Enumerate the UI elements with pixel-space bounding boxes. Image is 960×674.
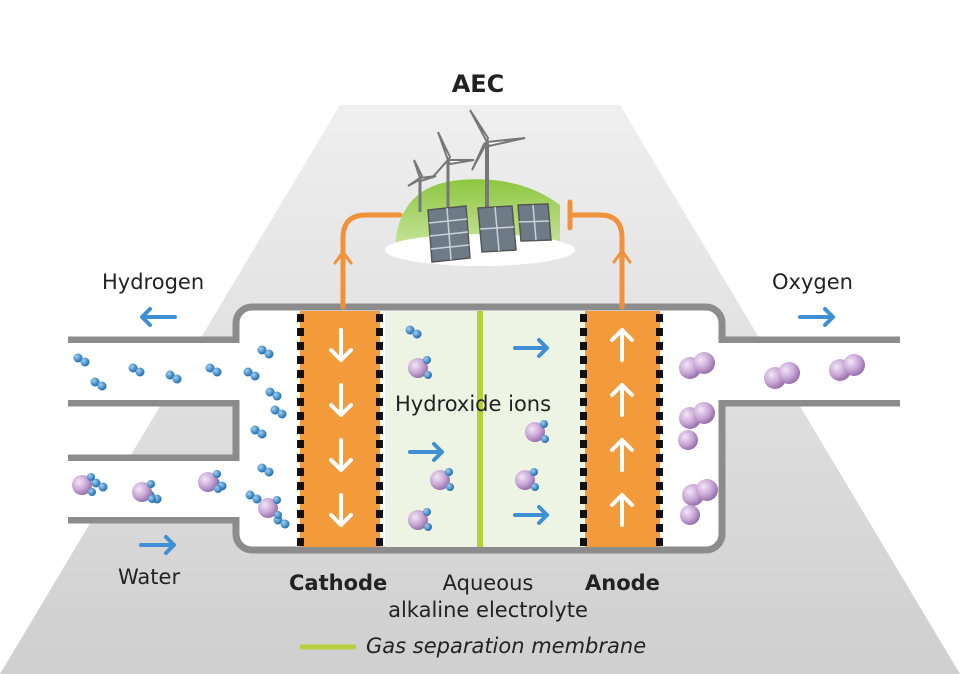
oxygen-molecule (693, 402, 715, 424)
hydrogen-molecule (243, 367, 253, 377)
water-molecule (423, 508, 431, 516)
water-molecule (72, 475, 92, 495)
solar-panel-icon (427, 203, 552, 263)
hydrogen-molecule (412, 329, 422, 339)
water-molecule (198, 472, 218, 492)
hydrogen-molecule (245, 490, 255, 500)
hydrogen-flow-arrow (140, 307, 177, 327)
hydrogen-molecule (98, 482, 108, 492)
water-molecule (424, 523, 432, 531)
water-molecule (258, 498, 278, 518)
water-molecule (424, 371, 432, 379)
water-molecule (408, 358, 428, 378)
external-circuit-wire (333, 199, 632, 310)
water-molecule (525, 422, 545, 442)
wind-turbine-icon (407, 109, 526, 212)
hydrogen-molecule (264, 467, 274, 477)
hydrogen-molecule (405, 325, 415, 335)
oxygen-atom (680, 505, 700, 525)
oxygen-label: Oxygen (772, 270, 853, 294)
oxygen-outlet-pipe (720, 336, 900, 407)
hydrogen-molecule (172, 374, 182, 384)
water-inlet-pipe (68, 454, 240, 524)
cathode-electron-arrows (329, 328, 353, 527)
electrolyte-label-line2: alkaline electrolyte (388, 598, 588, 622)
water-molecule (88, 488, 96, 496)
hydrogen-molecule (128, 363, 138, 373)
water-molecule (430, 470, 450, 490)
hydrogen-molecule (250, 425, 260, 435)
hydrogen-molecule (257, 429, 267, 439)
water-molecule (408, 510, 428, 530)
electrolyte-region (385, 311, 585, 547)
water-molecule (540, 420, 548, 428)
hydrogen-molecule (250, 371, 260, 381)
water-flow-arrow (139, 535, 176, 555)
water-molecule (531, 483, 539, 491)
hydroxide-ions-label: Hydroxide ions (395, 392, 552, 416)
oxygen-molecule (843, 354, 865, 376)
hydrogen-molecule (91, 478, 101, 488)
anode-label: Anode (585, 571, 660, 595)
water-molecule (515, 470, 535, 490)
hydrogen-molecule (280, 519, 290, 529)
hydrogen-molecule (90, 377, 100, 387)
water-molecule (87, 473, 95, 481)
water-molecule (423, 356, 431, 364)
anode-electron-arrows (610, 328, 634, 527)
hydrogen-molecule (252, 494, 262, 504)
hydrogen-molecule (73, 353, 83, 363)
oxygen-flow-arrow (798, 307, 835, 327)
oxygen-molecule (696, 479, 718, 501)
water-molecule (446, 483, 454, 491)
hydrogen-molecule (212, 367, 222, 377)
hydroxide-ion-arrows (408, 338, 549, 525)
hydrogen-molecule (272, 391, 282, 401)
molecules (72, 325, 865, 531)
hydrogen-molecule (165, 370, 175, 380)
membrane-legend-label: Gas separation membrane (366, 634, 647, 658)
cathode-label: Cathode (289, 571, 388, 595)
hydrogen-molecule (80, 357, 90, 367)
hydrogen-molecule (205, 363, 215, 373)
oxygen-molecule (778, 362, 800, 384)
electrolyte-label-line1: Aqueous (442, 571, 534, 595)
hydrogen-label: Hydrogen (102, 270, 205, 294)
water-label: Water (118, 565, 181, 589)
hydrogen-molecule (97, 381, 107, 391)
hydrogen-molecule (257, 463, 267, 473)
water-molecule (530, 468, 538, 476)
hydrogen-outlet-pipe (68, 336, 240, 407)
hydrogen-molecule (277, 409, 287, 419)
hydrogen-molecule (265, 387, 275, 397)
water-molecule (273, 496, 281, 504)
water-molecule (213, 470, 221, 478)
water-molecule (274, 511, 282, 519)
water-molecule (132, 482, 152, 502)
diagram-title: AEC (451, 70, 505, 98)
hydrogen-molecule (270, 405, 280, 415)
water-molecule (148, 495, 156, 503)
oxygen-molecule (693, 352, 715, 374)
hydrogen-molecule (264, 349, 274, 359)
water-molecule (214, 485, 222, 493)
oxygen-atom (678, 430, 698, 450)
hydrogen-molecule (257, 345, 267, 355)
hydrogen-molecule (135, 367, 145, 377)
renewable-energy-source (385, 109, 575, 266)
gas-separation-membrane (477, 311, 483, 547)
water-molecule (147, 480, 155, 488)
water-molecule (541, 435, 549, 443)
water-molecule (445, 468, 453, 476)
